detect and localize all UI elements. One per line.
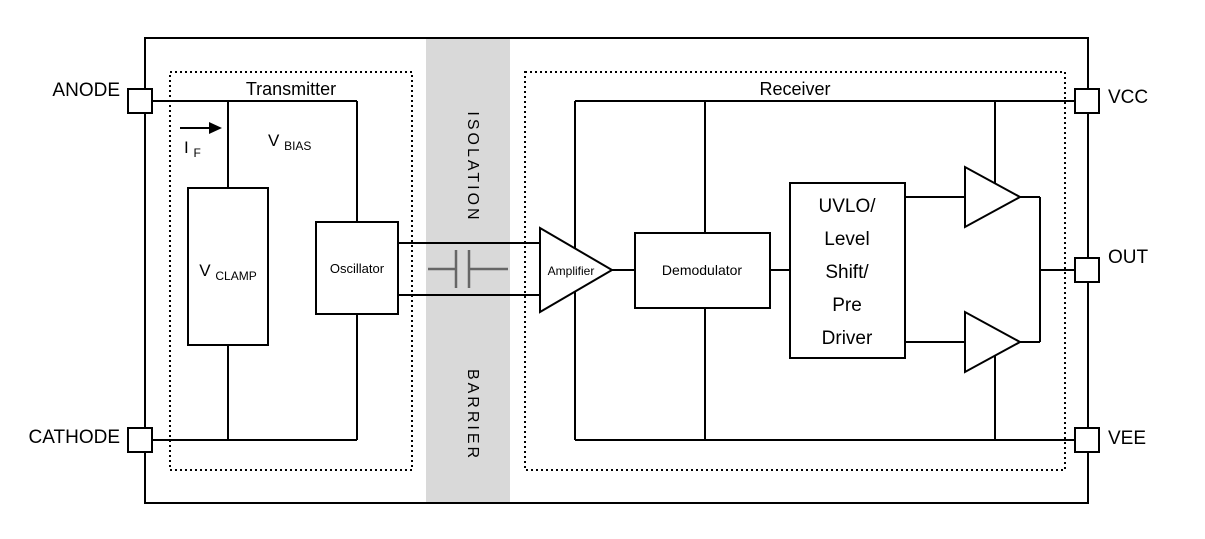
cathode-pin <box>127 427 153 453</box>
cathode-pin-label: CATHODE <box>29 427 120 448</box>
barrier-word: BARRIER <box>464 369 481 461</box>
transmitter-title: Transmitter <box>246 79 336 99</box>
amplifier-label: Amplifier <box>548 264 595 278</box>
vee-pin <box>1074 427 1100 453</box>
transmitter-box <box>169 71 413 471</box>
vclamp-block <box>187 187 269 346</box>
uvlo-label-line-4: Pre <box>832 295 862 316</box>
oscillator-label: Oscillator <box>330 261 385 276</box>
demodulator-label: Demodulator <box>662 262 742 278</box>
wires <box>152 100 1075 441</box>
if-arrow-head <box>209 122 222 134</box>
lower-buffer-triangle <box>964 310 1023 374</box>
uvlo-label-line-1: UVLO/ <box>818 196 876 217</box>
anode-pin-label: ANODE <box>52 80 120 101</box>
if-current-arrow-icon <box>180 122 222 134</box>
uvlo-block <box>789 182 906 359</box>
receiver-title: Receiver <box>759 79 830 99</box>
vbias-label-sub: BIAS <box>284 139 311 153</box>
vcc-pin-label: VCC <box>1108 87 1148 108</box>
vclamp-label-main: V <box>199 261 211 280</box>
isolation-capacitor-icon <box>428 250 508 288</box>
amplifier-triangle <box>539 226 614 314</box>
isolation-word: ISOLATION <box>464 111 481 222</box>
receiver-box <box>524 71 1066 471</box>
if-label: I F <box>184 138 201 160</box>
demodulator-block <box>634 232 771 309</box>
out-pin-label: OUT <box>1108 247 1149 268</box>
oscillator-block <box>315 221 399 315</box>
uvlo-label-line-3: Shift/ <box>825 262 869 283</box>
vcc-pin <box>1074 88 1100 114</box>
vclamp-label-sub: CLAMP <box>215 269 256 283</box>
upper-buffer-triangle <box>964 165 1023 229</box>
uvlo-label-line-2: Level <box>824 229 869 250</box>
vbias-label: V BIAS <box>268 131 311 153</box>
vclamp-label: V CLAMP <box>199 261 256 283</box>
anode-pin <box>127 88 153 114</box>
uvlo-label-line-5: Driver <box>822 328 873 349</box>
out-pin <box>1074 257 1100 283</box>
if-label-main: I <box>184 138 189 157</box>
vee-pin-label: VEE <box>1108 428 1146 449</box>
if-label-sub: F <box>193 146 200 160</box>
vbias-label-main: V <box>268 131 280 150</box>
